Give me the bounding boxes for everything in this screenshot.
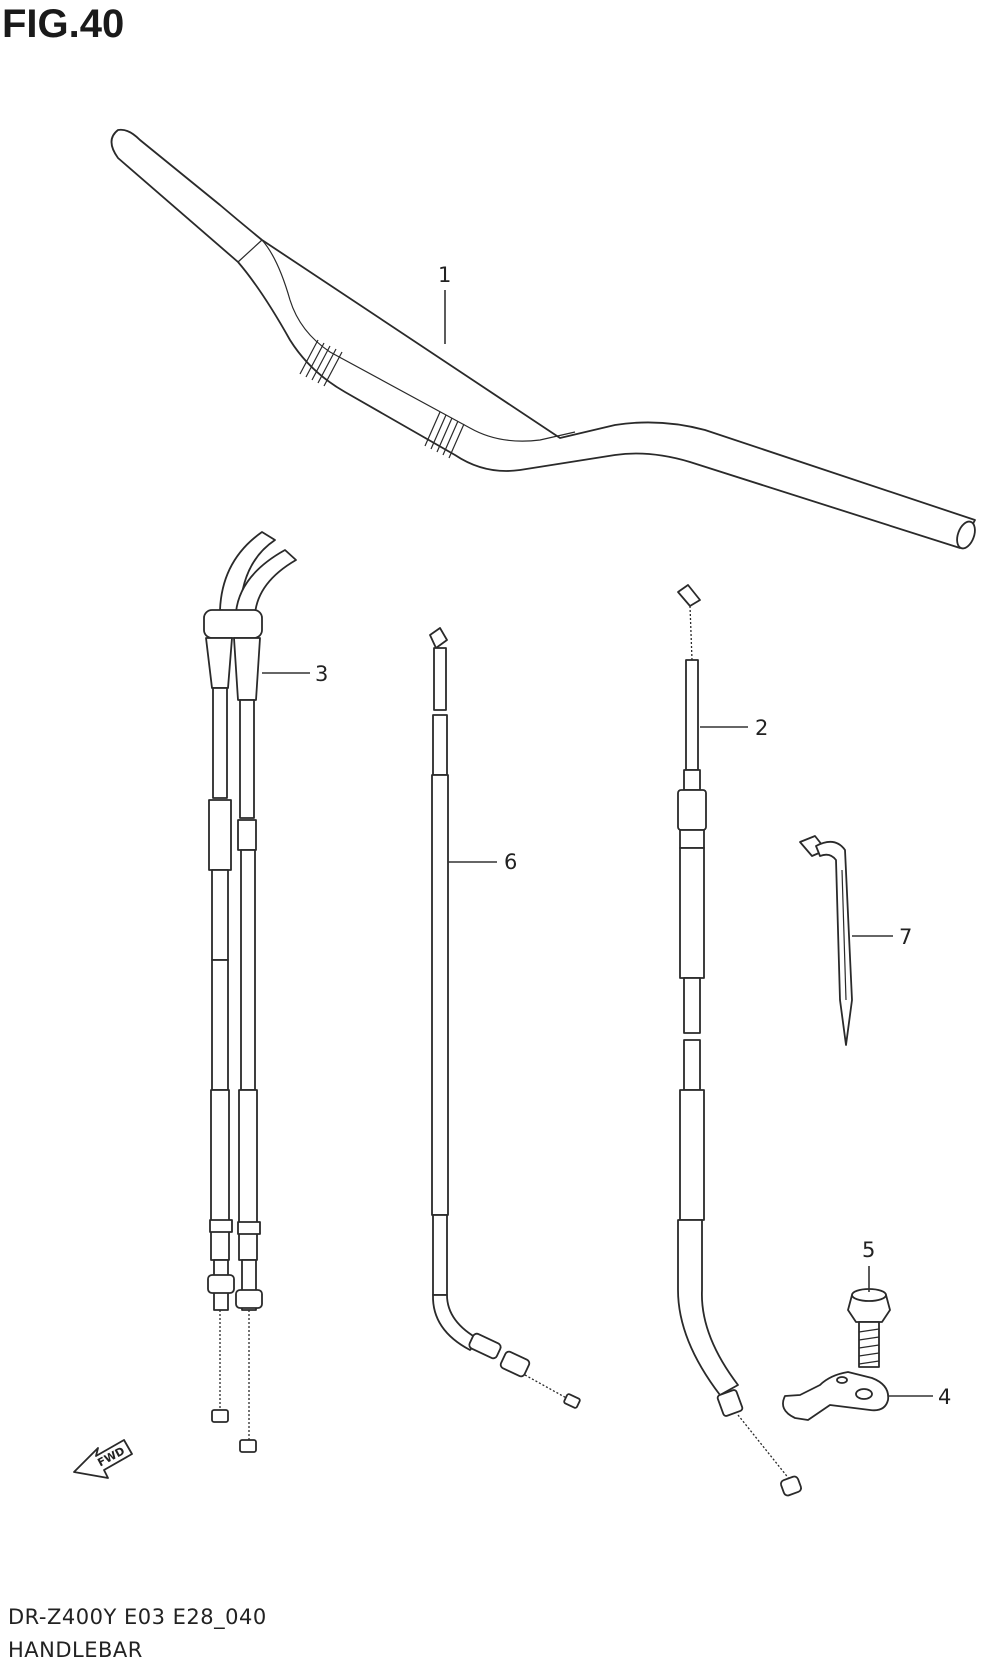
knurl-band-left — [299, 339, 343, 387]
fwd-arrow-icon: FWD — [73, 1439, 133, 1479]
model-code: DR-Z400Y E03 E28_040 — [8, 1605, 267, 1629]
callout-number-5: 5 — [862, 1238, 875, 1262]
knurl-band-right — [424, 411, 465, 459]
bolt-part[interactable] — [847, 1288, 891, 1368]
section-name: HANDLEBAR — [8, 1638, 143, 1662]
clutch-cable-part[interactable] — [677, 584, 802, 1497]
callout-number-3: 3 — [315, 662, 328, 686]
bracket-part[interactable] — [782, 1371, 890, 1421]
figure-title: FIG.40 — [2, 2, 125, 46]
cable-6-part[interactable] — [429, 627, 581, 1409]
callout-number-7: 7 — [899, 925, 912, 949]
throttle-cable-assembly-part[interactable] — [203, 531, 297, 1453]
callout-number-6: 6 — [504, 850, 517, 874]
cable-tie-part[interactable] — [799, 835, 853, 1046]
callout-number-4: 4 — [938, 1385, 951, 1409]
callout-number-1: 1 — [438, 263, 451, 287]
handlebar-part[interactable] — [110, 128, 979, 551]
callout-number-2: 2 — [755, 716, 768, 740]
